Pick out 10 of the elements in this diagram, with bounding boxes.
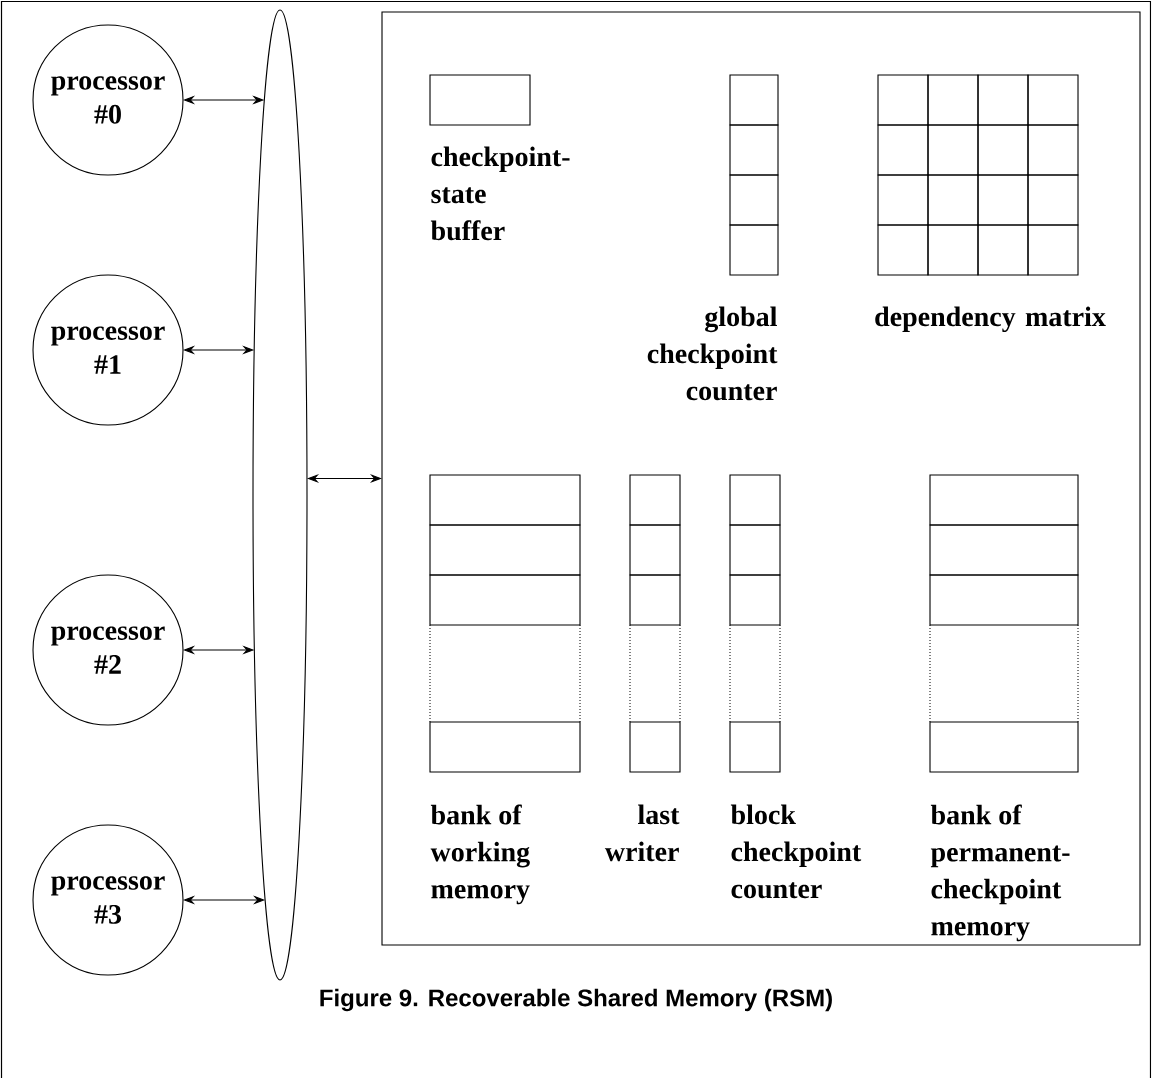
structure-label: dependency matrix xyxy=(875,306,1106,332)
structure-label: bank of working memory xyxy=(430,804,530,905)
structure-label: block checkpoint counter xyxy=(730,804,862,899)
bus-ellipse xyxy=(252,9,308,981)
figure-caption: Figure 9. Recoverable Shared Memory (RSM) xyxy=(320,988,832,1012)
structure-label: last writer xyxy=(604,804,680,862)
memory-box xyxy=(381,11,1141,946)
structure-label: global checkpoint counter xyxy=(647,306,778,401)
structure-label: checkpoint-state buffer xyxy=(430,146,570,241)
structure-label: bank of permanent-checkpoint memory xyxy=(930,804,1070,942)
